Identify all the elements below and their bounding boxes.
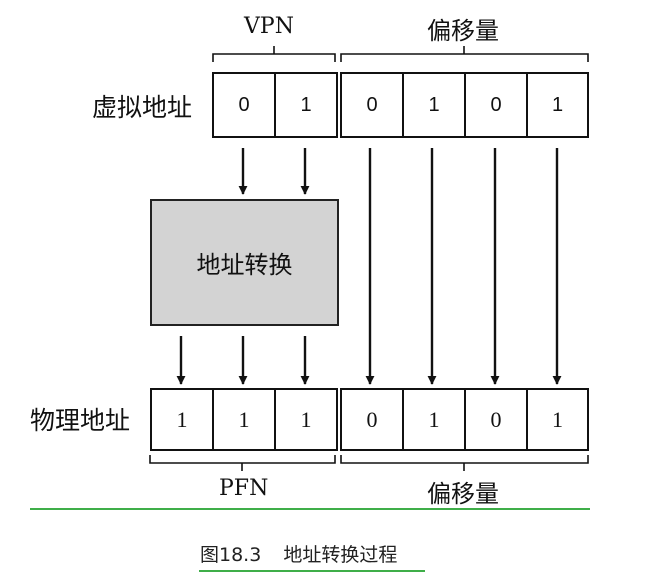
virtual-bit-4: 0 — [464, 72, 528, 138]
offset-label-top: 偏移量 — [427, 17, 499, 45]
offset-label-bottom: 偏移量 — [427, 480, 499, 508]
section-divider — [30, 508, 590, 510]
virtual-bit-2: 0 — [340, 72, 404, 138]
physical-bit-6: 1 — [526, 388, 589, 451]
vpn-label: VPN — [244, 14, 294, 39]
pfn-bracket — [149, 455, 336, 471]
physical-bit-5: 0 — [464, 388, 528, 451]
physical-bit-4: 1 — [402, 388, 466, 451]
virtual-bit-5: 1 — [526, 72, 589, 138]
virtual-bit-1: 1 — [274, 72, 338, 138]
virtual-bit-3: 1 — [402, 72, 466, 138]
figure-number: 图18.3 — [200, 544, 262, 566]
address-translation-box: 地址转换 — [150, 199, 339, 326]
figure-title: 地址转换过程 — [283, 544, 398, 566]
physical-address-label: 物理地址 — [30, 406, 131, 435]
virtual-address-label: 虚拟地址 — [92, 93, 193, 122]
virtual-bit-0: 0 — [212, 72, 276, 138]
pfn-label: PFN — [219, 476, 269, 501]
offset-bracket-top — [340, 46, 589, 62]
physical-bit-0: 1 — [150, 388, 214, 451]
address-translation-label: 地址转换 — [196, 251, 293, 279]
caption-underline — [199, 570, 425, 572]
physical-bit-1: 1 — [212, 388, 276, 451]
vpn-bracket — [212, 46, 336, 62]
figure-caption: 图18.3 地址转换过程 — [200, 540, 397, 567]
offset-bracket-bottom — [340, 455, 589, 471]
physical-bit-3: 0 — [340, 388, 404, 451]
physical-bit-2: 1 — [274, 388, 338, 451]
